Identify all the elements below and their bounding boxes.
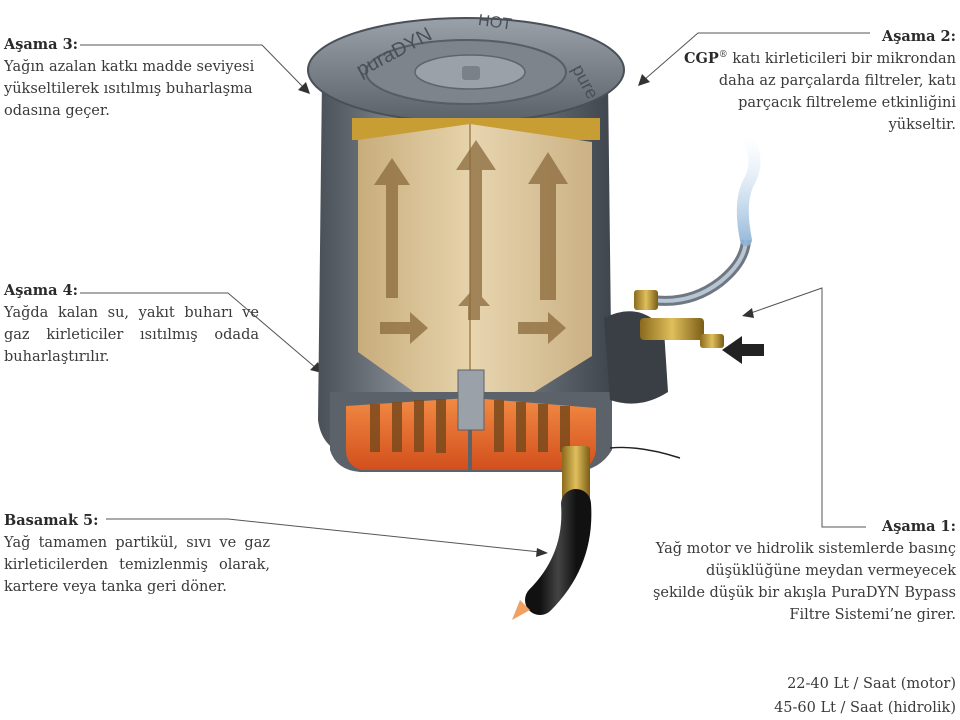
arrowhead-stage5: [536, 548, 548, 557]
lid-center-stem: [462, 66, 480, 80]
leader-stage3: [80, 44, 305, 89]
breather-fitting: [634, 290, 658, 310]
arrowhead-stage3: [298, 82, 310, 94]
heater-wire: [609, 446, 681, 459]
arrowhead-stage2: [638, 74, 650, 86]
inlet-fitting: [640, 318, 704, 340]
leader-lines: [80, 32, 870, 553]
outlet-fitting: [562, 446, 590, 504]
leader-arrowheads: [298, 74, 754, 557]
flow-rate-motor: 22-40 Lt / Saat (motor): [787, 676, 956, 692]
flow-arrow-right-bottom-right: [518, 312, 566, 344]
callout-stage4: Aşama 4: Yağda kalan su, yakıt buharı ve…: [4, 280, 259, 368]
flow-arrow-up-center: [456, 140, 496, 300]
heater-fins: [370, 399, 570, 453]
lid-hot-text: HOT: [477, 12, 513, 34]
callout-stage3-title: Aşama 3:: [4, 36, 79, 53]
callout-stage4-title: Aşama 4:: [4, 282, 79, 299]
callout-stage5-title: Basamak 5:: [4, 512, 99, 529]
arrowhead-stage1: [742, 308, 754, 318]
registered-mark: ®: [718, 50, 728, 61]
callout-stage1: Aşama 1: Yağ motor ve hidrolik sistemler…: [650, 516, 956, 626]
flow-arrows: [374, 140, 568, 344]
callout-stage1-title: Aşama 1:: [881, 518, 956, 535]
center-tube: [457, 369, 485, 431]
vapor-tube-highlight: [651, 239, 748, 303]
cgp-brand: CGP: [683, 50, 719, 67]
callout-stage2: Aşama 2: CGP® katı kirleticileri bir mik…: [676, 26, 956, 136]
callout-stage3-text: Yağın azalan katkı madde seviyesi yüksel…: [4, 59, 255, 119]
callout-stage1-text: Yağ motor ve hidrolik sistemlerde basınç…: [652, 541, 956, 623]
steam-plume: [736, 132, 761, 246]
flow-arrow-up-left: [374, 158, 410, 298]
flow-rate-hydraulic: 45-60 Lt / Saat (hidrolik): [774, 700, 956, 716]
callout-stage3: Aşama 3: Yağın azalan katkı madde seviye…: [4, 34, 259, 122]
flow-arrow-up-right: [528, 152, 568, 300]
inlet-flow-arrow: [722, 336, 764, 364]
leader-stage1: [747, 287, 866, 528]
callout-stage2-body: CGP® katı kirleticileri bir mikrondan da…: [676, 48, 956, 136]
callout-stage2-text: katı kirleticileri bir mikrondan daha az…: [718, 51, 956, 133]
callout-stage2-title: Aşama 2:: [881, 28, 956, 45]
outlet-hose: [525, 489, 592, 615]
flow-rates: 22-40 Lt / Saat (motor) 45-60 Lt / Saat …: [650, 672, 956, 720]
inlet-nozzle: [700, 334, 724, 348]
outlet-flow-arrow: [512, 600, 530, 620]
leader-stage4: [80, 292, 317, 369]
leader-stage2: [643, 32, 870, 81]
flow-arrow-up-bottom-center: [458, 288, 490, 320]
callout-stage5: Basamak 5: Yağ tamamen partikül, sıvı ve…: [4, 510, 270, 598]
heater-element-left: [346, 398, 468, 470]
callout-stage4-text: Yağda kalan su, yakıt buharı ve gaz kirl…: [4, 305, 259, 365]
flow-arrow-right-bottom-left: [380, 312, 428, 344]
leader-stage5: [106, 518, 541, 553]
filter-element-right: [470, 124, 592, 432]
callout-stage5-text: Yağ tamamen partikül, sıvı ve gaz kirlet…: [4, 535, 270, 595]
